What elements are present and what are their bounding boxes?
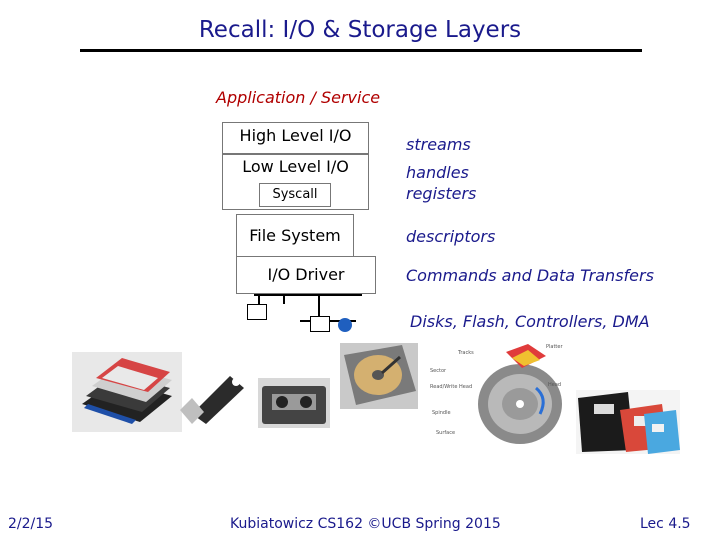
file-system-label: File System	[249, 226, 341, 245]
syscall-box: Syscall	[259, 183, 331, 207]
diagram-label-platter: Platter	[546, 344, 563, 350]
high-level-io-box: High Level I/O	[222, 122, 369, 154]
bus-drop-2	[283, 294, 285, 304]
device-box-2	[310, 316, 330, 332]
io-driver-box: I/O Driver	[236, 256, 376, 294]
diagram-label-surface: Surface	[436, 430, 456, 436]
descriptors-text: descriptors	[406, 227, 496, 246]
disk-geometry-diagram: Tracks Sector Platter Read/Write Head He…	[428, 338, 570, 444]
diagram-label-head: Head	[548, 382, 562, 388]
floppy-disks-image	[576, 390, 680, 454]
title-underline	[80, 49, 642, 52]
ssd-stack-image	[72, 352, 182, 432]
high-level-io-label: High Level I/O	[239, 126, 352, 145]
device-box-1	[247, 304, 267, 320]
hard-drive-image	[340, 343, 418, 409]
diagram-label-spindle: Spindle	[432, 410, 451, 416]
slide-title: Recall: I/O & Storage Layers	[198, 17, 522, 43]
footer-lecture: Lec 4.5	[640, 516, 691, 532]
registers-text: registers	[406, 184, 477, 203]
streams-text: streams	[406, 135, 471, 154]
usb-flash-drive-image	[178, 366, 250, 424]
connector-dot	[338, 318, 352, 332]
footer-date: 2/2/15	[8, 516, 54, 532]
diagram-label-rw-head: Read/Write Head	[430, 384, 473, 390]
bus-drop-1	[258, 294, 260, 306]
low-level-io-label: Low Level I/O	[242, 157, 349, 176]
cassette-tape-image	[258, 378, 330, 428]
bus-line	[254, 294, 362, 296]
diagram-label-tracks: Tracks	[458, 350, 474, 356]
diagram-label-sector: Sector	[430, 368, 447, 374]
syscall-label: Syscall	[272, 187, 318, 202]
handles-text: handles	[406, 163, 469, 182]
devices-text: Disks, Flash, Controllers, DMA	[410, 312, 650, 331]
bus-drop-3	[318, 294, 320, 318]
commands-text: Commands and Data Transfers	[406, 266, 654, 285]
footer-course: Kubiatowicz CS162 ©UCB Spring 2015	[230, 516, 501, 532]
file-system-box: File System	[236, 214, 354, 258]
application-service-label: Application / Service	[216, 88, 381, 107]
io-driver-label: I/O Driver	[267, 265, 345, 284]
